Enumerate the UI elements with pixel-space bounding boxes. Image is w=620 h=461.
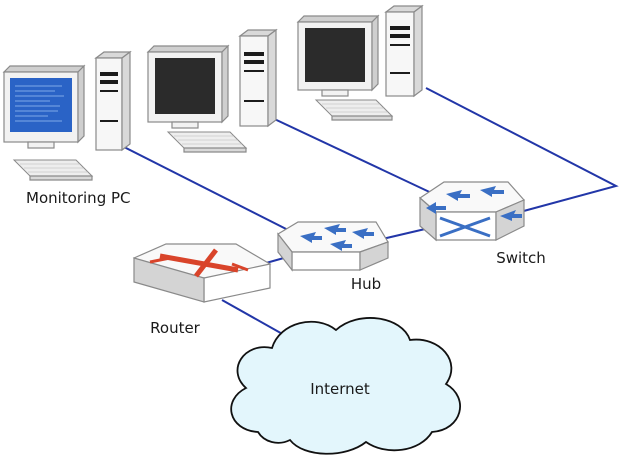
router-cross-icon: [149, 248, 249, 278]
link-router-to-internet: [221, 299, 287, 337]
link-pc2-to-switch: [267, 115, 439, 197]
router-device: Router: [132, 243, 272, 337]
hub-arrows-icon: [300, 224, 374, 251]
link-pc3-to-switch: [425, 87, 619, 213]
workstation-3-screen: [305, 28, 365, 82]
workstation-3: [296, 4, 424, 121]
hub-device: Hub: [277, 221, 389, 293]
workstation-2: [146, 28, 278, 153]
switch-device: Switch: [419, 181, 546, 267]
link-monitoring-pc-to-hub: [121, 145, 301, 237]
internet-cloud: Internet: [230, 317, 461, 455]
monitoring-pc: Monitoring PC: [2, 50, 132, 207]
hub-label: Hub: [351, 275, 381, 293]
switch-label: Switch: [496, 249, 546, 267]
cloud-shape: [230, 317, 461, 455]
monitoring-pc-label: Monitoring PC: [26, 189, 131, 207]
internet-label: Internet: [310, 380, 370, 398]
network-links: [121, 87, 619, 337]
workstation-2-screen: [155, 58, 215, 114]
router-label: Router: [150, 319, 201, 337]
monitoring-pc-screen: [10, 78, 72, 132]
switch-arrows-icon: [426, 186, 522, 238]
